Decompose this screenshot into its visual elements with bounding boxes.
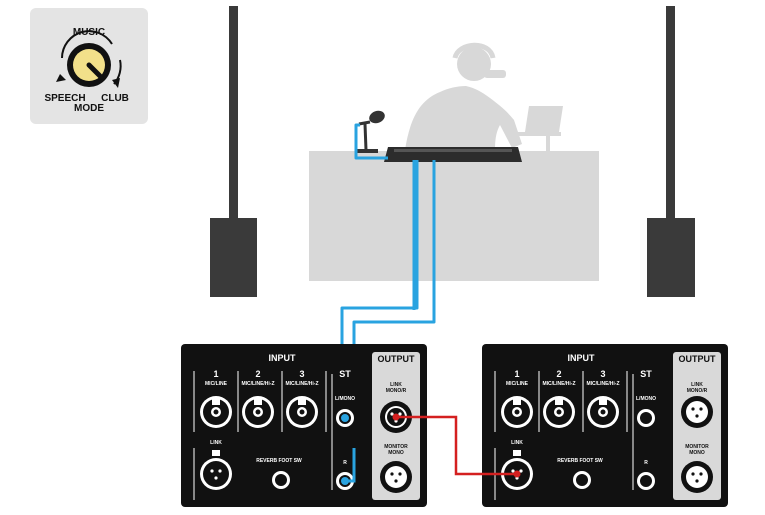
dj-silhouette-body	[405, 86, 522, 150]
panel-right-link-out-sub: MONO/R	[687, 388, 708, 394]
speaker-right	[647, 6, 695, 297]
panel-right-link-in-label: LINK	[511, 440, 523, 446]
panel-right-monitor-label: MONITOR	[685, 444, 709, 450]
panel-left-ch2-num: 2	[255, 369, 260, 379]
speaker-left-column	[229, 6, 238, 218]
panel-right-reverb-jack[interactable]	[573, 471, 591, 489]
panel-right-ch3-num: 3	[600, 369, 605, 379]
panel-left-st-label: ST	[339, 369, 351, 379]
panel-left-ch1-num: 1	[213, 369, 218, 379]
speaker-left	[210, 6, 257, 297]
panel-right-combo-jack-2[interactable]	[543, 396, 575, 428]
panel-left-combo-jack-3[interactable]	[286, 396, 318, 428]
panel-left-link-in-label: LINK	[210, 440, 222, 446]
panel-right-monitor-xlr[interactable]	[681, 461, 713, 493]
panel-left-link-out-sub: MONO/R	[386, 388, 407, 394]
panel-left-monitor-xlr-face	[385, 466, 407, 488]
speaker-right-sub	[647, 218, 695, 297]
microphone-icon	[369, 110, 385, 124]
panel-left-link-out-label: LINK	[390, 382, 402, 388]
panel-left-combo-jack-1[interactable]	[200, 396, 232, 428]
panel-right-st-r-jack[interactable]	[637, 472, 655, 490]
link-plug-out	[392, 413, 400, 421]
channel-dividers	[193, 371, 327, 432]
panel-left-ch3-label: MIC/LINE/Hi-Z	[285, 381, 318, 387]
panel-left-ch2-label: MIC/LINE/Hi-Z	[241, 381, 274, 387]
panel-right-reverb-label: REVERB FOOT SW	[557, 458, 603, 464]
xlr-pin	[390, 472, 394, 476]
knob-arrow-icon	[112, 78, 120, 88]
panel-right-ch2-num: 2	[556, 369, 561, 379]
panel-left-monitor-sub: MONO	[388, 450, 404, 456]
mic-cable	[354, 123, 388, 160]
channel-dividers	[494, 371, 628, 432]
panel-right-combo-jack-1[interactable]	[501, 396, 533, 428]
laptop-base	[517, 132, 561, 136]
panel-left-monitor-label: MONITOR	[384, 444, 408, 450]
panel-left-st-l-label: L/MONO	[335, 396, 355, 402]
dj-silhouette-head	[457, 47, 491, 81]
panel-right-monitor-sub: MONO	[689, 450, 705, 456]
red-link-cable	[392, 413, 521, 478]
speaker-left-sub	[210, 218, 257, 297]
panel-left-output-header: OUTPUT	[378, 354, 416, 364]
panel-right-ch1-num: 1	[514, 369, 519, 379]
knob-arc-left	[61, 30, 113, 59]
knob-label-mode: MODE	[74, 103, 104, 114]
panel-right-st-label: ST	[640, 369, 652, 379]
panel-left-input-header: INPUT	[269, 353, 297, 363]
dj-table	[309, 151, 599, 281]
laptop-screen	[525, 106, 563, 132]
panel-left-st-r-label: R	[343, 460, 347, 466]
knob-label-speech: SPEECH	[44, 93, 85, 104]
panel-left-reverb-jack[interactable]	[272, 471, 290, 489]
panel-left-link-in-xlr[interactable]	[200, 450, 232, 490]
knob-pointer	[86, 62, 104, 80]
mic-base	[356, 149, 378, 153]
plug-st-l	[341, 414, 349, 422]
panel-left-combo-jack-2[interactable]	[242, 396, 274, 428]
mic-boom	[358, 120, 371, 126]
panel-right-link-out-xlr[interactable]	[681, 396, 713, 428]
knob-arrow-left-icon	[56, 74, 66, 82]
dj-headphones-icon	[452, 42, 496, 59]
mode-knob-badge: MUSIC SPEECH CLUB MODE	[30, 8, 148, 124]
panel-left-ch3-num: 3	[299, 369, 304, 379]
mic-stand	[363, 123, 368, 151]
blue-plugs	[341, 414, 356, 485]
dj-booth	[309, 42, 599, 281]
cable-st-r-end	[345, 448, 356, 483]
knob-label-club: CLUB	[101, 93, 129, 104]
dj-arm	[484, 70, 506, 78]
panel-left-reverb-label: REVERB FOOT SW	[256, 458, 302, 464]
speaker-right-column	[666, 6, 675, 218]
panel-right-st-l-label: L/MONO	[636, 396, 656, 402]
link-cable	[396, 415, 517, 476]
panel-right-combo-jack-3[interactable]	[587, 396, 619, 428]
panel-right-ch3-label: MIC/LINE/Hi-Z	[586, 381, 619, 387]
panel-right-link-out-label: LINK	[691, 382, 703, 388]
mixer-panel-left: INPUT OUTPUT LINK MONO/R MONITOR MONO 1 …	[181, 344, 427, 507]
panel-left-brackets	[193, 374, 333, 500]
mixer-panel-right: INPUT OUTPUT LINK MONO/R MONITOR MONO 1 …	[482, 344, 728, 507]
xlr-pin	[398, 472, 402, 476]
panel-right-st-r-label: R	[644, 460, 648, 466]
knob-label-music: MUSIC	[73, 27, 105, 38]
panel-right-ch1-label: MIC/LINE	[506, 381, 529, 387]
panel-right-st-l-jack[interactable]	[637, 409, 655, 427]
xlr-pin	[394, 479, 398, 483]
panel-right-ch2-label: MIC/LINE/Hi-Z	[542, 381, 575, 387]
dj-mixer-top	[394, 149, 512, 152]
panel-right-output-header: OUTPUT	[679, 354, 717, 364]
link-plug-in	[513, 470, 521, 478]
panel-left-ch1-label: MIC/LINE	[205, 381, 228, 387]
xlr-pin	[390, 412, 394, 416]
panel-right-input-header: INPUT	[568, 353, 596, 363]
xlr-pin	[398, 412, 402, 416]
